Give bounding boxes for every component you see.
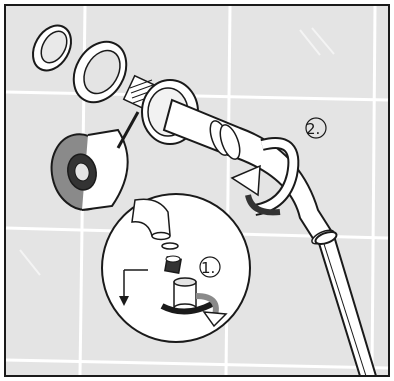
seal-ring-icon [72, 40, 128, 104]
rotation-arrow-icon [230, 137, 300, 216]
sealing-tape-roll-icon [50, 128, 129, 211]
washer-icon [32, 24, 72, 72]
step-2-label: 2. [306, 120, 320, 138]
step-2-circle [305, 117, 327, 139]
detail-magnifier [101, 193, 251, 343]
step-1-circle [199, 256, 221, 278]
step-1-label: 1. [201, 259, 215, 277]
down-arrow-icon [119, 269, 148, 306]
hose-icon [314, 230, 378, 377]
